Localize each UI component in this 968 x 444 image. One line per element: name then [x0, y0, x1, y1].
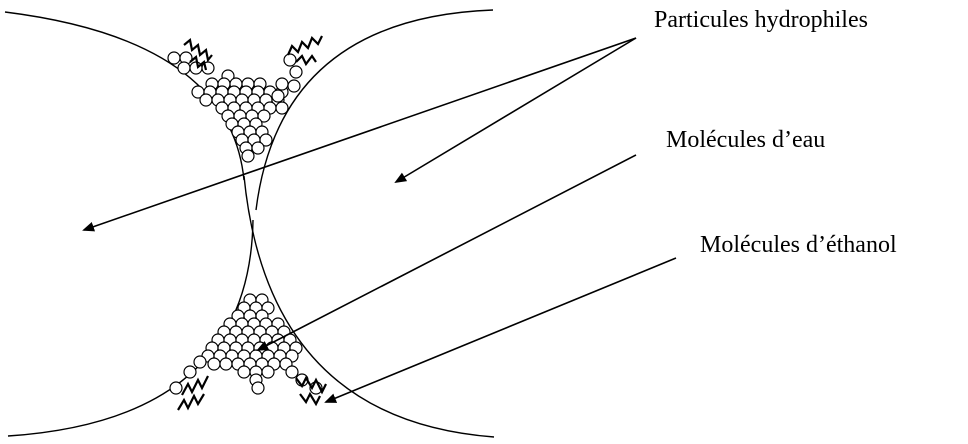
water-molecule — [283, 53, 297, 67]
water-molecule — [177, 61, 191, 75]
leader-arrows — [82, 37, 677, 403]
particle-top-left — [4, 11, 245, 181]
ethanol-molecules — [177, 35, 327, 411]
water-molecule — [259, 133, 273, 147]
water-molecule — [271, 89, 285, 103]
water-molecule — [241, 149, 255, 163]
arrow-ethanol-to-bottom-right — [324, 257, 677, 403]
ethanol-molecule-top-right-2 — [295, 54, 317, 67]
water-molecule — [275, 77, 289, 91]
water-molecule — [237, 365, 251, 379]
ethanol-molecule-bottom-left-2 — [177, 393, 205, 411]
water-molecule-cluster-top — [167, 51, 303, 163]
arrow-particles-to-right-particle — [394, 37, 637, 184]
ethanol-molecule-bottom-right — [295, 375, 327, 395]
water-molecule — [219, 357, 233, 371]
water-molecule — [285, 365, 299, 379]
water-molecule — [167, 51, 181, 65]
label-hydrophilic-particles: Particules hydrophiles — [654, 7, 868, 33]
water-molecule — [261, 365, 275, 379]
arrow-water-to-bottom-cluster — [256, 154, 637, 351]
water-molecule — [183, 365, 197, 379]
particle-bottom-left — [7, 219, 254, 437]
water-molecule — [257, 109, 271, 123]
particle-bottom-right — [243, 175, 495, 438]
water-molecule-cluster-bottom — [169, 293, 323, 395]
water-molecule — [289, 65, 303, 79]
water-molecule — [207, 357, 221, 371]
label-water-molecules: Molécules d’eau — [666, 127, 826, 153]
arrow-particles-to-left-particle — [82, 37, 637, 232]
particle-top-right — [255, 9, 494, 211]
water-molecule — [199, 93, 213, 107]
water-molecule — [193, 355, 207, 369]
water-molecule — [251, 381, 265, 395]
water-molecule — [275, 101, 289, 115]
water-molecule — [287, 79, 301, 93]
ethanol-molecule-bottom-right-2 — [299, 391, 321, 407]
water-molecule — [169, 381, 183, 395]
ethanol-molecule-bottom-left — [181, 375, 209, 396]
label-ethanol-molecules: Molécules d’éthanol — [700, 232, 897, 258]
ethanol-molecule-top-left — [183, 37, 213, 63]
ethanol-molecule-top-left-2 — [189, 54, 208, 71]
water-molecule — [251, 141, 265, 155]
ethanol-molecule-top-right — [286, 35, 323, 56]
